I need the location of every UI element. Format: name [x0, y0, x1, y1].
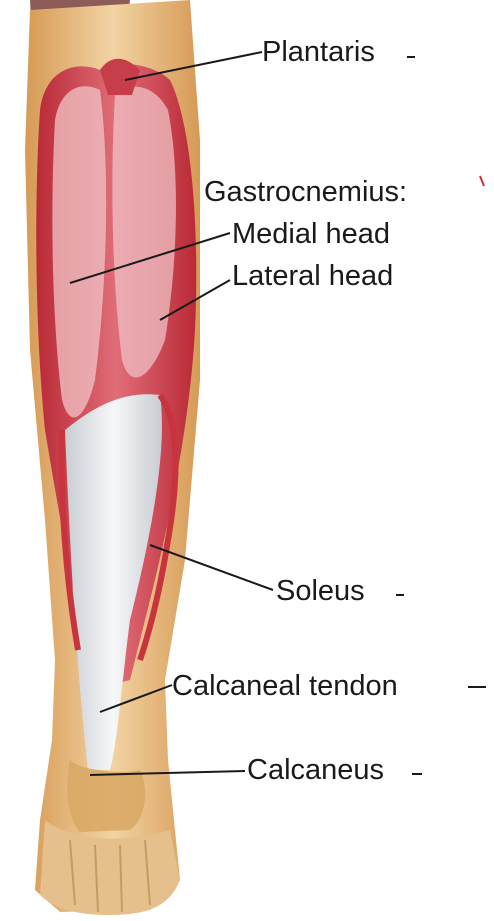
- label-calcaneal-tendon-dash: [468, 686, 486, 688]
- label-soleus-dash: [396, 594, 404, 596]
- label-calcaneal-tendon: Calcaneal tendon: [172, 672, 398, 701]
- label-calcaneus-dash: [412, 773, 422, 775]
- label-medial-head: Medial head: [232, 220, 390, 249]
- label-soleus: Soleus: [276, 577, 365, 606]
- label-calcaneus: Calcaneus: [247, 756, 384, 785]
- label-plantaris: Plantaris: [262, 38, 375, 67]
- label-plantaris-dash: [407, 56, 415, 58]
- label-gastrocnemius: Gastrocnemius:: [204, 178, 407, 207]
- label-lateral-head: Lateral head: [232, 262, 393, 291]
- red-tick: [480, 176, 484, 186]
